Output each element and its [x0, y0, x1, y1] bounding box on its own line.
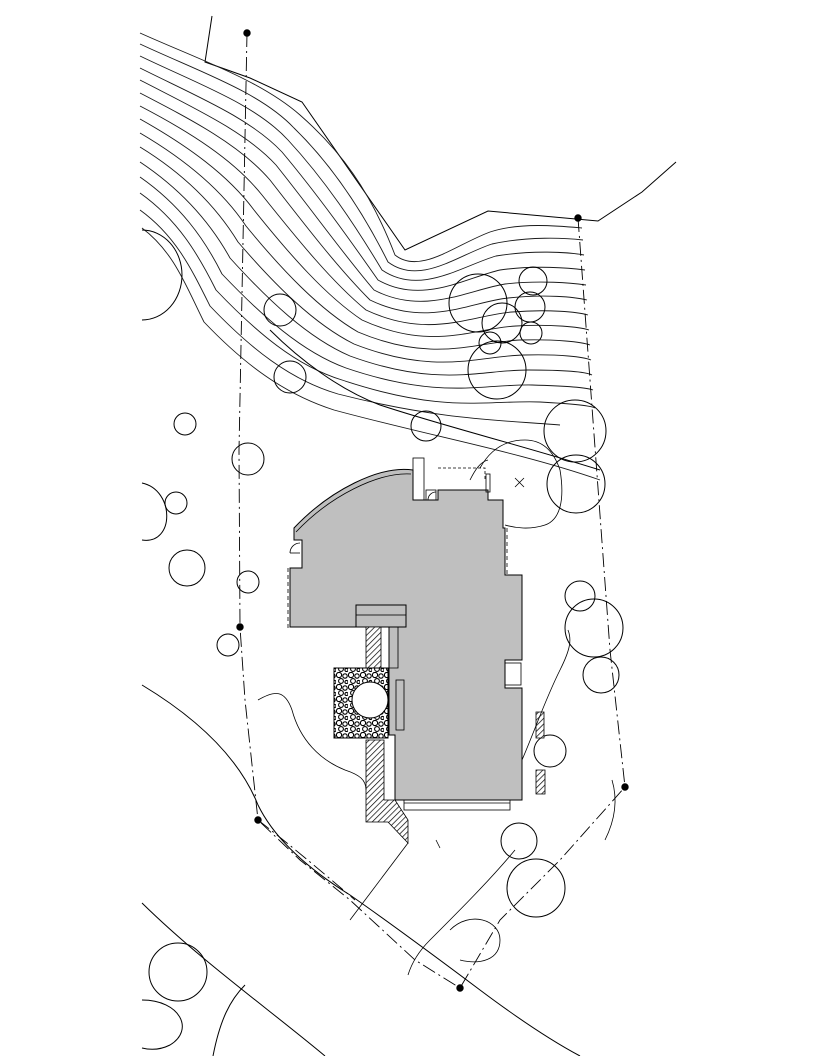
contour-lines: [139, 15, 677, 481]
tree-canopy: [564, 580, 596, 612]
tree-canopy: [582, 656, 620, 694]
tree-canopy: [519, 321, 543, 345]
corner-pin: [254, 816, 262, 824]
corner-pin: [243, 29, 251, 37]
grade-line: [257, 693, 367, 791]
driveway-edge: [407, 849, 516, 976]
tree-canopy: [500, 822, 538, 860]
stone-patio: [333, 626, 405, 739]
trees: [141, 229, 624, 1050]
road-lines: [141, 629, 616, 1056]
grade-line: [521, 629, 571, 761]
tree-canopy: [148, 942, 208, 1002]
retaining-wall: [365, 626, 382, 669]
corner-pin: [621, 783, 629, 791]
tree-canopy: [173, 412, 197, 436]
road-edge: [141, 684, 581, 1056]
retaining-walls: [365, 626, 546, 844]
tree-canopy: [141, 482, 168, 541]
tree-canopy: [506, 858, 566, 918]
top-ridge-line: [204, 15, 677, 251]
patio-tree: [351, 681, 389, 719]
tree-canopy: [231, 442, 265, 476]
tree-canopy: [467, 340, 527, 400]
tree-canopy: [263, 293, 297, 327]
shrub-outline: [479, 439, 563, 529]
tree-canopy: [141, 229, 183, 321]
tree-canopy: [533, 734, 567, 768]
tree-canopy: [168, 549, 206, 587]
tree-canopy: [448, 273, 508, 333]
survey-x-marker: [514, 477, 525, 488]
tree-canopy: [564, 598, 624, 658]
driveway-curb: [449, 918, 501, 963]
building-footprint: [287, 457, 523, 811]
road-edge: [141, 902, 326, 1056]
corner-pin: [456, 984, 464, 992]
tree-canopy: [141, 999, 183, 1050]
tree-canopy: [216, 633, 240, 657]
corner-pin: [574, 214, 582, 222]
property-corner-pins: [236, 29, 629, 992]
tree-canopy: [518, 266, 548, 296]
tree-canopy: [546, 454, 606, 514]
road-edge: [212, 984, 246, 1056]
tree-canopy: [273, 360, 307, 394]
tree-canopy: [543, 399, 607, 463]
grade-line: [604, 779, 616, 841]
shrub-edge: [469, 459, 489, 481]
corner-pin: [236, 623, 244, 631]
retaining-wall: [365, 739, 409, 844]
tree-canopy: [164, 491, 188, 515]
tree-canopy: [236, 570, 260, 594]
tree-canopy: [481, 302, 523, 344]
tree-canopy: [410, 410, 442, 442]
vent-box: [535, 769, 546, 795]
tree-canopy: [478, 331, 502, 355]
driveway-edge: [349, 842, 409, 921]
